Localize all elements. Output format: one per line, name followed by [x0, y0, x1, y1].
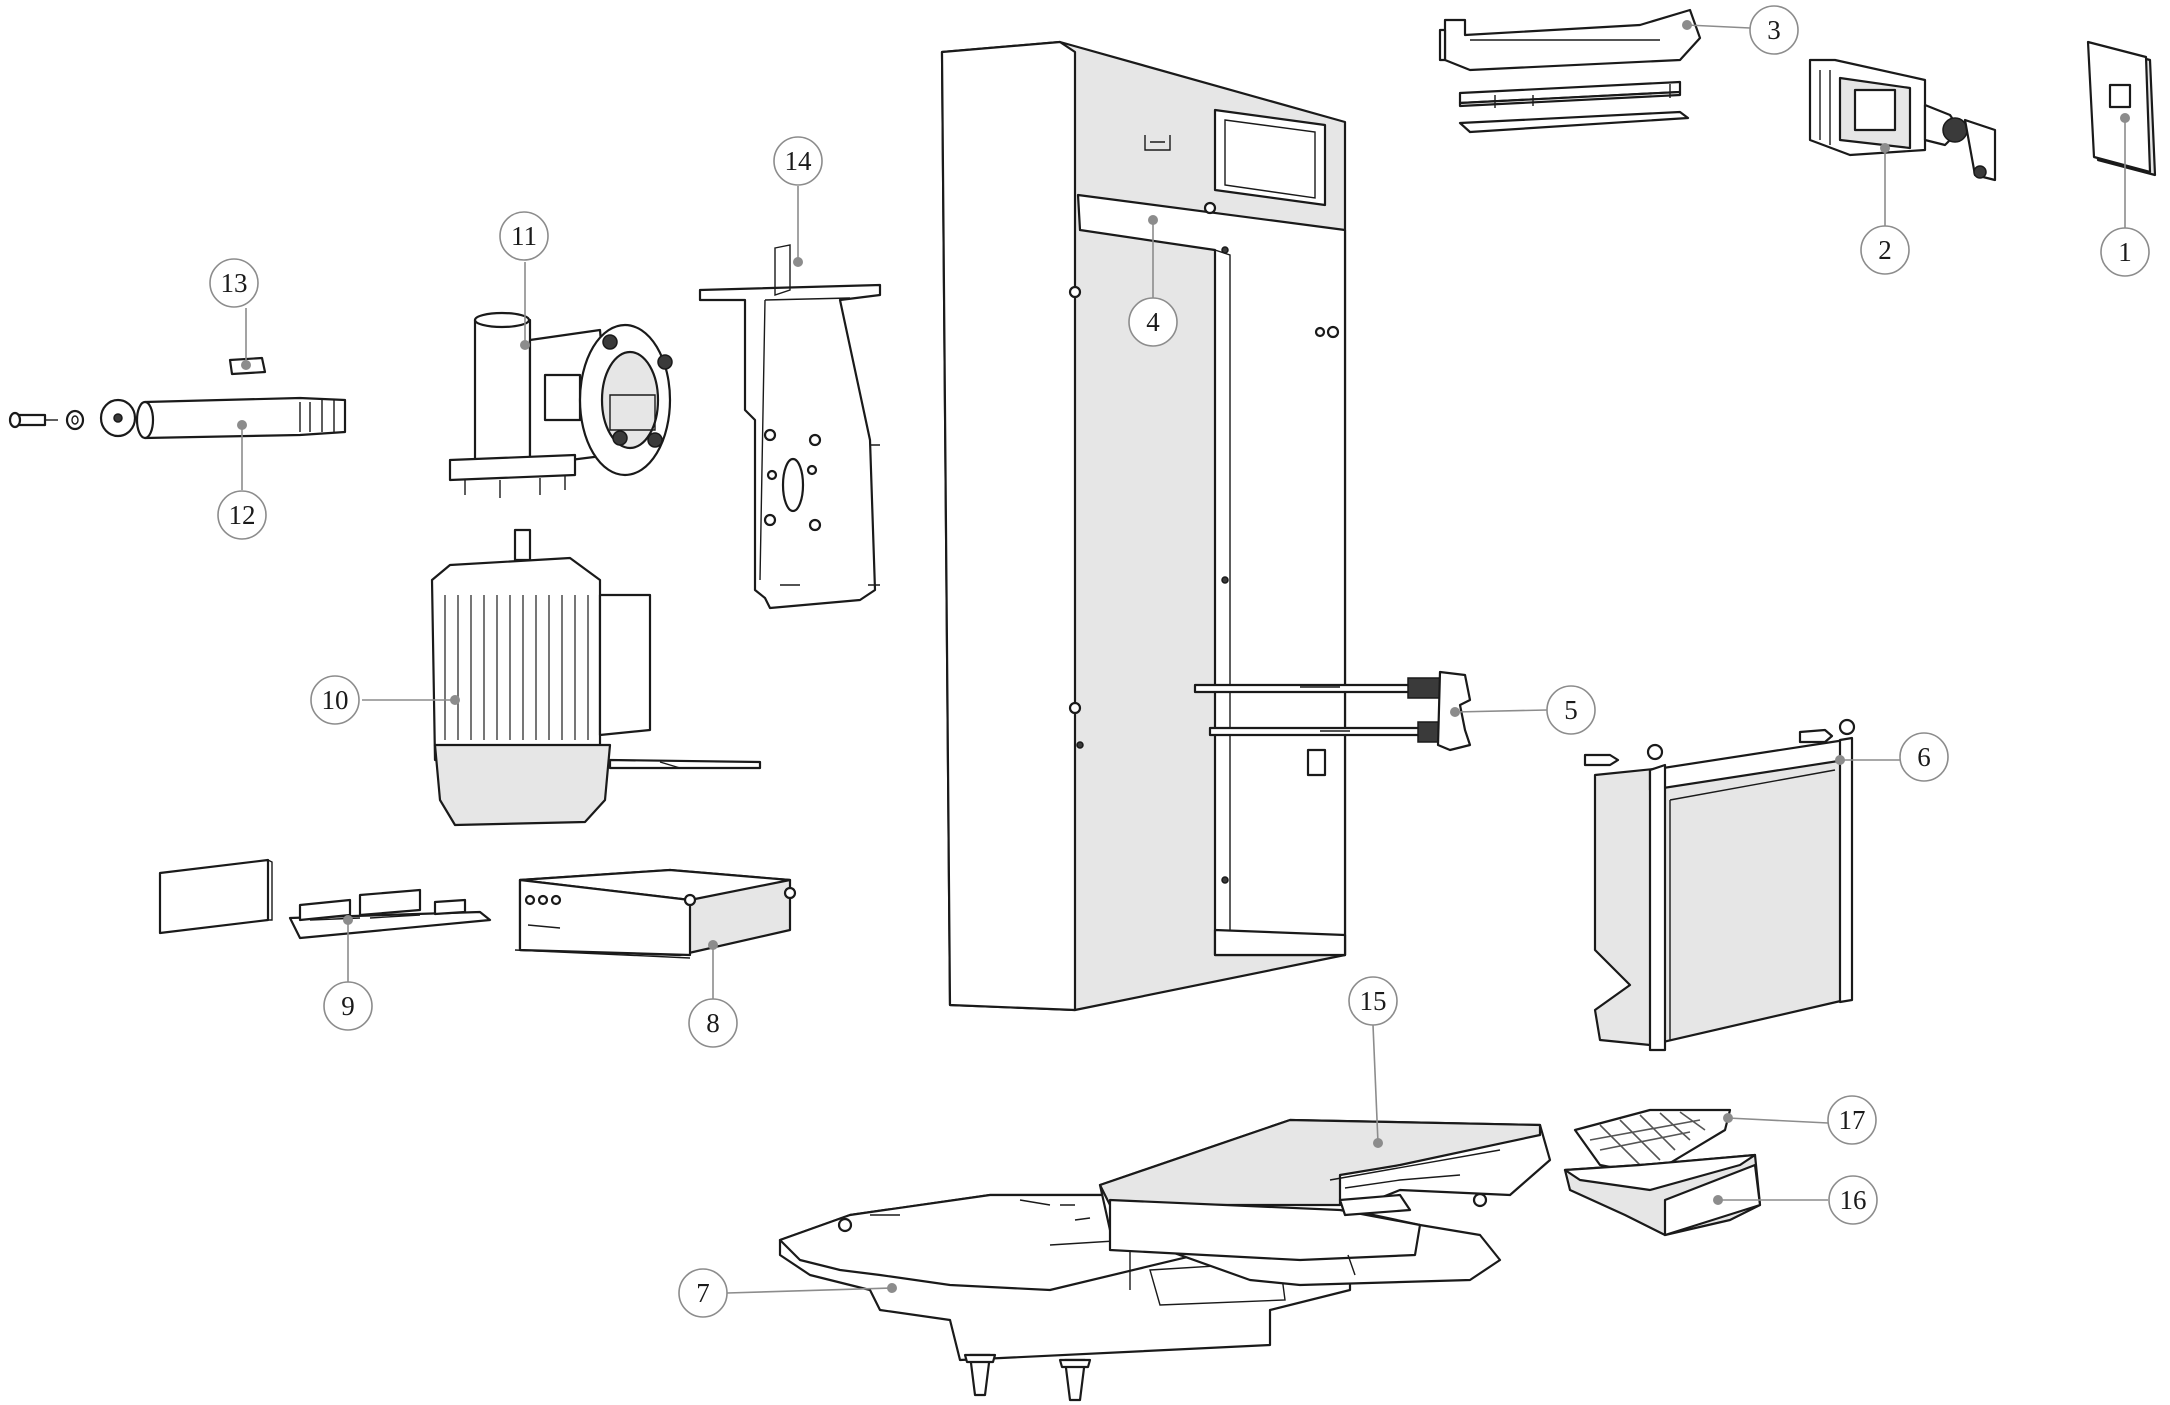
callout-label: 2	[1878, 235, 1892, 265]
callout-label: 3	[1767, 15, 1781, 45]
callout-9: 9	[323, 981, 373, 1031]
part-6-curved-guard	[1583, 718, 1856, 1052]
part-16-tray	[1563, 1153, 1762, 1237]
callout-5: 5	[1546, 685, 1596, 735]
callout-15: 15	[1348, 976, 1398, 1026]
callout-label: 13	[221, 268, 248, 298]
callout-10: 10	[310, 675, 360, 725]
callout-label: 6	[1917, 742, 1931, 772]
part-12-shaft	[8, 396, 347, 440]
part-3-top-bracket	[1438, 8, 1702, 134]
callout-4: 4	[1128, 297, 1178, 347]
callout-label: 10	[322, 685, 349, 715]
callout-12: 12	[217, 490, 267, 540]
callout-label: 4	[1146, 307, 1160, 337]
leader-lines	[237, 20, 2130, 1294]
part-9-circuit-board	[158, 858, 492, 940]
callout-11: 11	[499, 211, 549, 261]
callout-13: 13	[209, 258, 259, 308]
part-4-main-frame	[940, 40, 1347, 1012]
callout-6: 6	[1899, 732, 1949, 782]
callout-3: 3	[1749, 5, 1799, 55]
callout-label: 12	[229, 500, 256, 530]
callout-label: 11	[511, 221, 537, 251]
part-15-top-tray	[1098, 1118, 1552, 1287]
part-14-mounting-plate	[698, 244, 882, 610]
callout-label: 15	[1360, 986, 1387, 1016]
callout-label: 17	[1839, 1105, 1866, 1135]
part-8-electrical-box	[514, 868, 797, 959]
part-5-locking-rods	[1193, 670, 1472, 752]
callout-8: 8	[688, 998, 738, 1048]
callout-17: 17	[1827, 1095, 1877, 1145]
part-17-grate	[1573, 1108, 1732, 1177]
part-2-control-unit	[1808, 58, 1997, 182]
callout-label: 7	[696, 1278, 710, 1308]
callout-7: 7	[678, 1268, 728, 1318]
callout-16: 16	[1828, 1175, 1878, 1225]
part-1-keypad-panel	[2086, 40, 2157, 177]
callout-label: 9	[341, 991, 355, 1021]
callout-1: 1	[2100, 227, 2150, 277]
callout-label: 16	[1840, 1185, 1867, 1215]
callout-label: 14	[785, 146, 813, 176]
part-10-motor	[430, 528, 762, 827]
callout-2: 2	[1860, 225, 1910, 275]
part-11-gearbox	[448, 311, 673, 498]
callout-label: 5	[1564, 695, 1578, 725]
callout-14: 14	[773, 136, 823, 186]
callout-label: 1	[2118, 237, 2132, 267]
callout-label: 8	[706, 1008, 720, 1038]
